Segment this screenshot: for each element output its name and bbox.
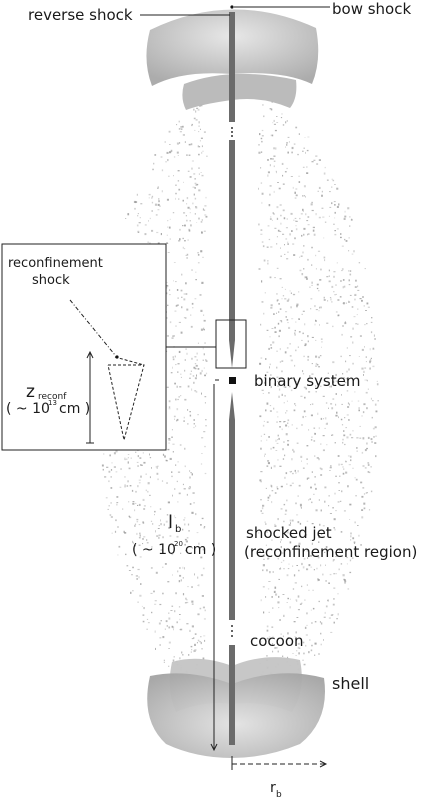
shell-label: shell bbox=[332, 674, 370, 693]
binary-system-marker bbox=[229, 377, 236, 384]
shocked-jet-label-1: shocked jet bbox=[246, 524, 332, 542]
r-b-subscript: b bbox=[276, 790, 282, 800]
z-reconf-scale-prefix: ( ~ 10 bbox=[6, 401, 50, 417]
z-reconf-scale-suffix: cm ) bbox=[59, 401, 91, 417]
reconfinement-shock-label-2: shock bbox=[32, 273, 70, 288]
jet bbox=[229, 12, 235, 745]
l-b-subscript: b bbox=[175, 524, 182, 535]
cocoon-label: cocoon bbox=[250, 632, 304, 650]
reconfinement-zoom-box bbox=[215, 319, 247, 369]
l-b-arrow bbox=[210, 384, 218, 752]
z-reconf-symbol: z bbox=[26, 382, 35, 402]
l-b-scale-exponent: 20 bbox=[174, 540, 183, 548]
r-b-symbol: r bbox=[270, 780, 276, 796]
shell-bottom bbox=[147, 657, 325, 758]
shocked-jet-label-2: (reconfinement region) bbox=[244, 543, 418, 561]
binary-system-label: binary system bbox=[254, 372, 361, 390]
reconfinement-shock-label-1: reconfinement bbox=[8, 256, 103, 271]
r-b-arrow bbox=[231, 756, 328, 770]
inset-panel bbox=[1, 243, 167, 451]
l-b-scale-prefix: ( ~ 10 bbox=[132, 542, 176, 558]
z-reconf-scale-exponent: 13 bbox=[48, 399, 57, 407]
bow-shock-label: bow shock bbox=[332, 0, 412, 18]
z-reconf-subscript: reconf bbox=[38, 392, 67, 402]
z-reconf-arrow bbox=[86, 350, 94, 444]
l-b-scale-suffix: cm ) bbox=[185, 542, 217, 558]
l-b-symbol: l bbox=[168, 512, 174, 533]
reverse-shock-label: reverse shock bbox=[28, 6, 133, 24]
reconfinement-shock-shape bbox=[69, 299, 145, 441]
